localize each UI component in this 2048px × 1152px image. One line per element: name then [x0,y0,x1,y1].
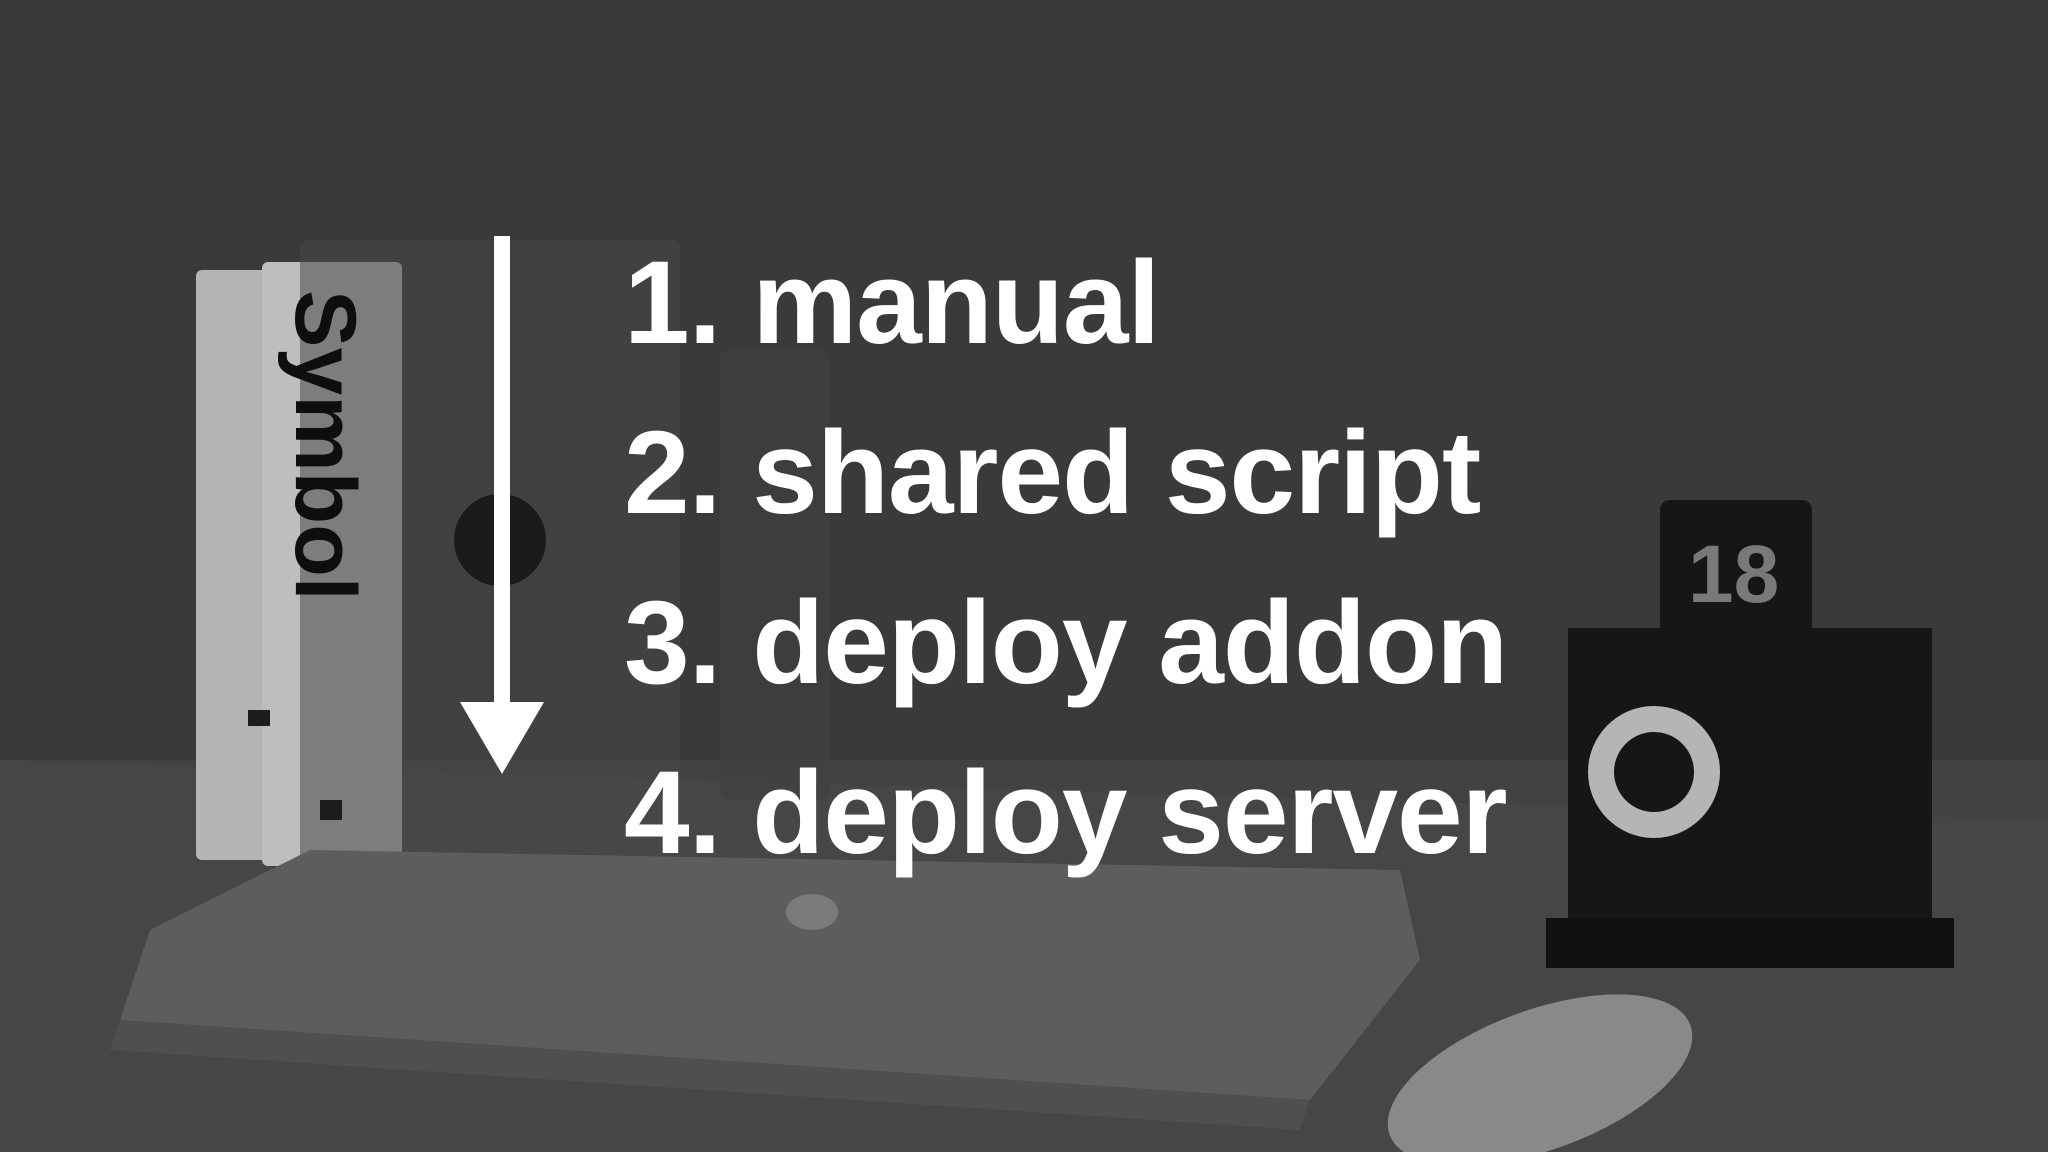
steps-list: 1. manual 2. shared script 3. deploy add… [624,218,1508,898]
step-2: 2. shared script [624,407,1481,539]
down-arrow-icon [460,236,544,774]
laptop-icon [110,850,1420,1130]
step-4: 4. deploy server [624,747,1508,879]
books-icon: Symbol [196,240,680,870]
step-1: 1. manual [624,237,1160,369]
step-3: 3. deploy addon [624,577,1508,709]
mouse-icon [1387,994,1693,1152]
table-number: 18 [1688,529,1779,620]
table-number-sign-icon: 18 [1546,500,1954,968]
book-spine-title: Symbol [277,290,373,601]
